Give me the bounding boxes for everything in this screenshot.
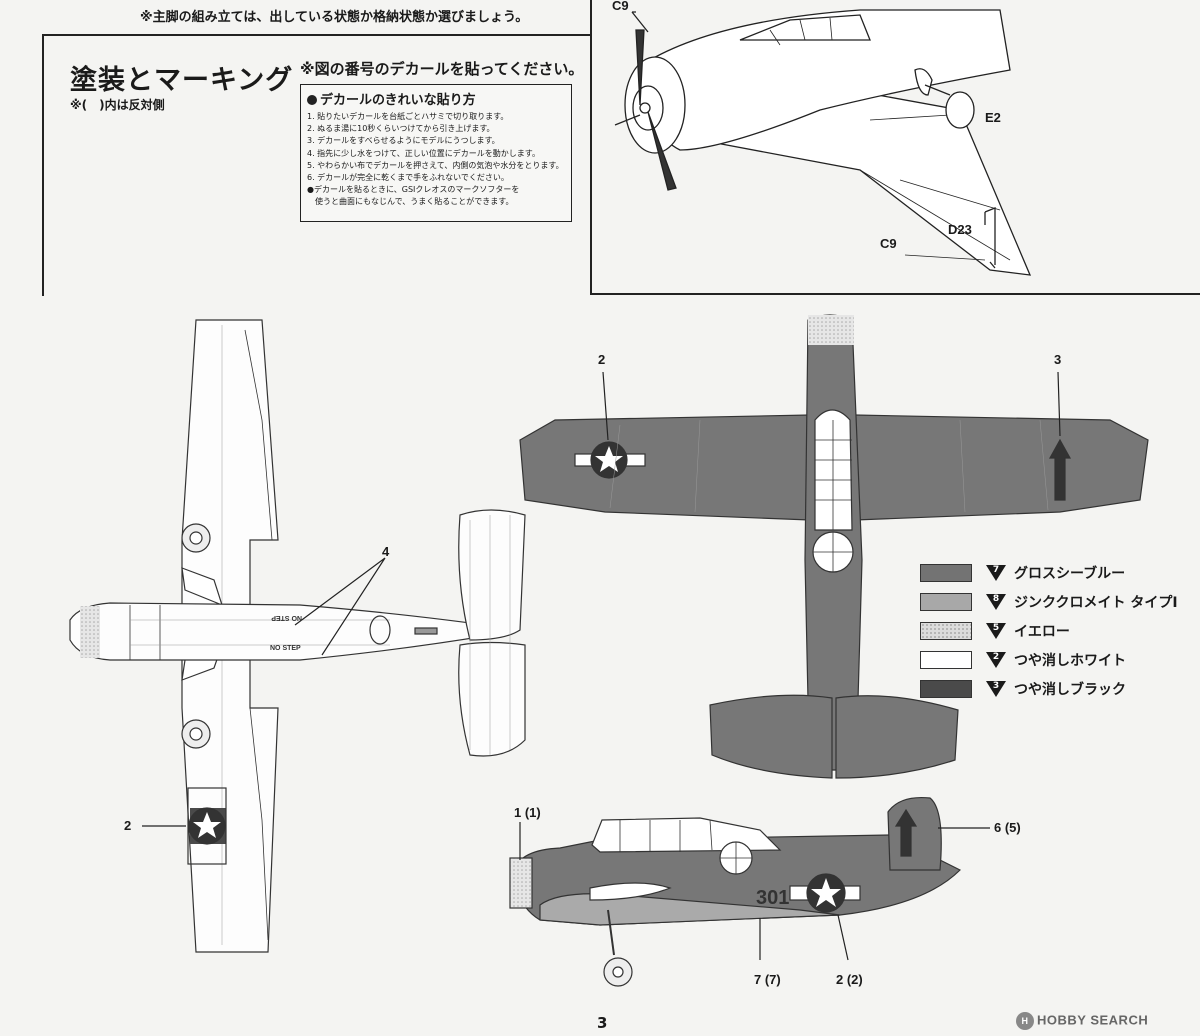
legend-item: 3 つや消しブラック <box>920 674 1190 703</box>
decal-box-title: デカールのきれいな貼り方 <box>307 89 565 108</box>
top-view-drawing <box>519 314 1149 779</box>
decal-step: 6. デカールが完全に乾くまで手をふれないでください。 <box>307 173 509 183</box>
decal-instruction: ※図の番号のデカールを貼ってください。 <box>300 60 584 78</box>
watermark-text: HOBBY SEARCH <box>1037 1012 1149 1028</box>
paint-number-icon: 3 <box>986 680 1006 697</box>
legend-label: つや消しホワイト <box>1014 652 1126 669</box>
callout-1: 1 (1) <box>514 805 541 820</box>
reverse-side-note: ※( )内は反対側 <box>70 98 165 112</box>
color-swatch <box>920 621 972 640</box>
detail-label-c9: C9 <box>880 236 897 251</box>
legend-item: 8 ジンククロメイト タイプⅠ <box>920 587 1190 616</box>
paint-number-icon: 8 <box>986 593 1006 610</box>
callout-6: 6 (5) <box>994 820 1021 835</box>
decal-step: 使うと曲面にもなじんで、うまく貼ることができます。 <box>315 197 514 207</box>
color-swatch <box>920 679 972 698</box>
top-note: ※主脚の組み立ては、出している状態か格納状態か選びましょう。 <box>140 10 529 25</box>
color-swatch <box>920 650 972 669</box>
legend-item: 5 イエロー <box>920 616 1190 645</box>
decal-step: 2. ぬるま湯に10秒くらいつけてから引き上げます。 <box>307 124 495 134</box>
detail-label-e2: E2 <box>985 110 1001 125</box>
callout-7: 7 (7) <box>754 972 781 987</box>
side-view-drawing <box>509 796 990 987</box>
callout-2: 2 (2) <box>836 972 863 987</box>
color-swatch <box>920 592 972 611</box>
paint-number-icon: 7 <box>986 564 1006 581</box>
bottom-view-drawing <box>69 319 526 953</box>
decal-step: 3. デカールをすべらせるようにモデルにうつします。 <box>307 136 500 146</box>
decal-step: 4. 指先に少し水をつけて、正しい位置にデカールを動かします。 <box>307 148 540 158</box>
legend-label: グロスシーブルー <box>1014 565 1126 582</box>
legend-item: 2 つや消しホワイト <box>920 645 1190 674</box>
legend-label: つや消しブラック <box>1014 681 1126 698</box>
decal-step: ●デカールを貼るときに、GSIクレオスのマークソフターを <box>307 185 520 195</box>
decal-step: 1. 貼りたいデカールを台紙ごとハサミで切り取ります。 <box>307 112 509 121</box>
decal-step: 5. やわらかい布でデカールを押さえて、内側の気泡や水分をとります。 <box>307 160 564 170</box>
section-frame <box>42 34 590 296</box>
side-aircraft-code: 301 <box>756 887 789 909</box>
assembly-detail-frame <box>590 0 1200 295</box>
callout-3: 3 <box>1054 352 1062 367</box>
legend-label: イエロー <box>1014 623 1070 640</box>
detail-label-c9: C9 <box>612 0 629 13</box>
legend-label: ジンククロメイト タイプⅠ <box>1014 594 1178 611</box>
decal-box-title-text: デカールのきれいな貼り方 <box>320 93 476 108</box>
detail-label-d23: D23 <box>948 222 972 237</box>
callout-2: 2 <box>598 352 606 367</box>
stencil-no-step: NO STEP <box>271 614 302 621</box>
color-legend: 7 グロスシーブルー 8 ジンククロメイト タイプⅠ 5 イエロー 2 つや消し… <box>920 558 1190 703</box>
legend-item: 7 グロスシーブルー <box>920 558 1190 587</box>
color-swatch <box>920 563 972 582</box>
paint-number-icon: 5 <box>986 622 1006 639</box>
callout-4: 4 <box>382 544 390 559</box>
paint-number-icon: 2 <box>986 651 1006 668</box>
callout-2: 2 <box>124 818 132 833</box>
hobby-search-logo-icon: H <box>1016 1012 1034 1030</box>
section-title: 塗装とマーキング <box>70 65 294 96</box>
decal-how-to-box: デカールのきれいな貼り方 1. 貼りたいデカールを台紙ごとハサミで切り取ります。… <box>300 84 572 222</box>
bullet-icon <box>307 95 317 105</box>
stencil-no-step: NO STEP <box>270 645 301 652</box>
page-number: 3 <box>597 1014 608 1032</box>
detail-assembly-drawing <box>614 9 1032 276</box>
